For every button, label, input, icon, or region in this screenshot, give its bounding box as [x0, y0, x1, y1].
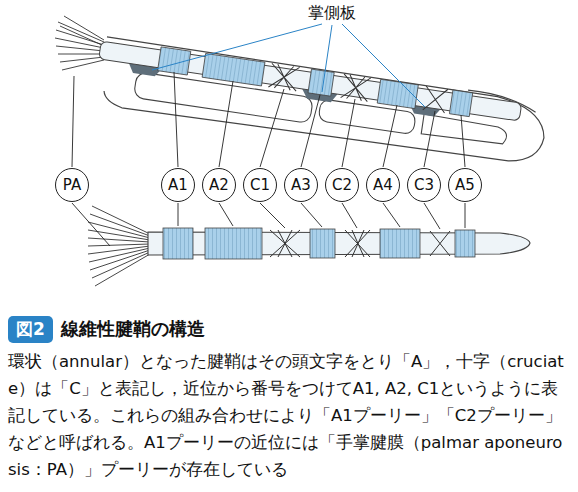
- pulley-callout: A3: [284, 168, 318, 202]
- pa-fibres-palmar: [88, 206, 150, 286]
- pulley-callout: C2: [325, 168, 359, 202]
- pa-callout: PA: [55, 168, 89, 202]
- pa-fibres-side: [55, 16, 104, 70]
- node-text: A1: [168, 178, 188, 193]
- node-text: C1: [250, 178, 270, 193]
- figure-title: 線維性腱鞘の構造: [61, 317, 205, 341]
- cruciate-palmar: [270, 230, 450, 257]
- part-label: 掌側板: [306, 3, 358, 23]
- finger-side: [92, 36, 549, 170]
- node-text: PA: [63, 178, 81, 193]
- pulley-callout: A2: [202, 168, 236, 202]
- pulley-callout: A5: [448, 168, 482, 202]
- callout-leaders: [72, 72, 465, 246]
- pulley-callout: C1: [243, 168, 277, 202]
- pulley-callout: A4: [366, 168, 400, 202]
- node-text: A4: [373, 178, 393, 193]
- pulley-callout: C3: [407, 168, 441, 202]
- node-text: A2: [209, 178, 229, 193]
- figure-caption: 環状（annular）となった腱鞘はその頭文字をとり「A」，十字（cruciat…: [8, 348, 570, 483]
- node-text: C2: [332, 178, 352, 193]
- figure-badge: 図2: [8, 316, 53, 343]
- pulley-callout: A1: [161, 168, 195, 202]
- volar-plate-leaders: [152, 24, 425, 107]
- node-text: 図2: [16, 321, 45, 338]
- node-text: A5: [455, 178, 475, 193]
- node-text: A3: [291, 178, 311, 193]
- pulleys-palmar: [163, 228, 475, 259]
- node-text: C3: [414, 178, 434, 193]
